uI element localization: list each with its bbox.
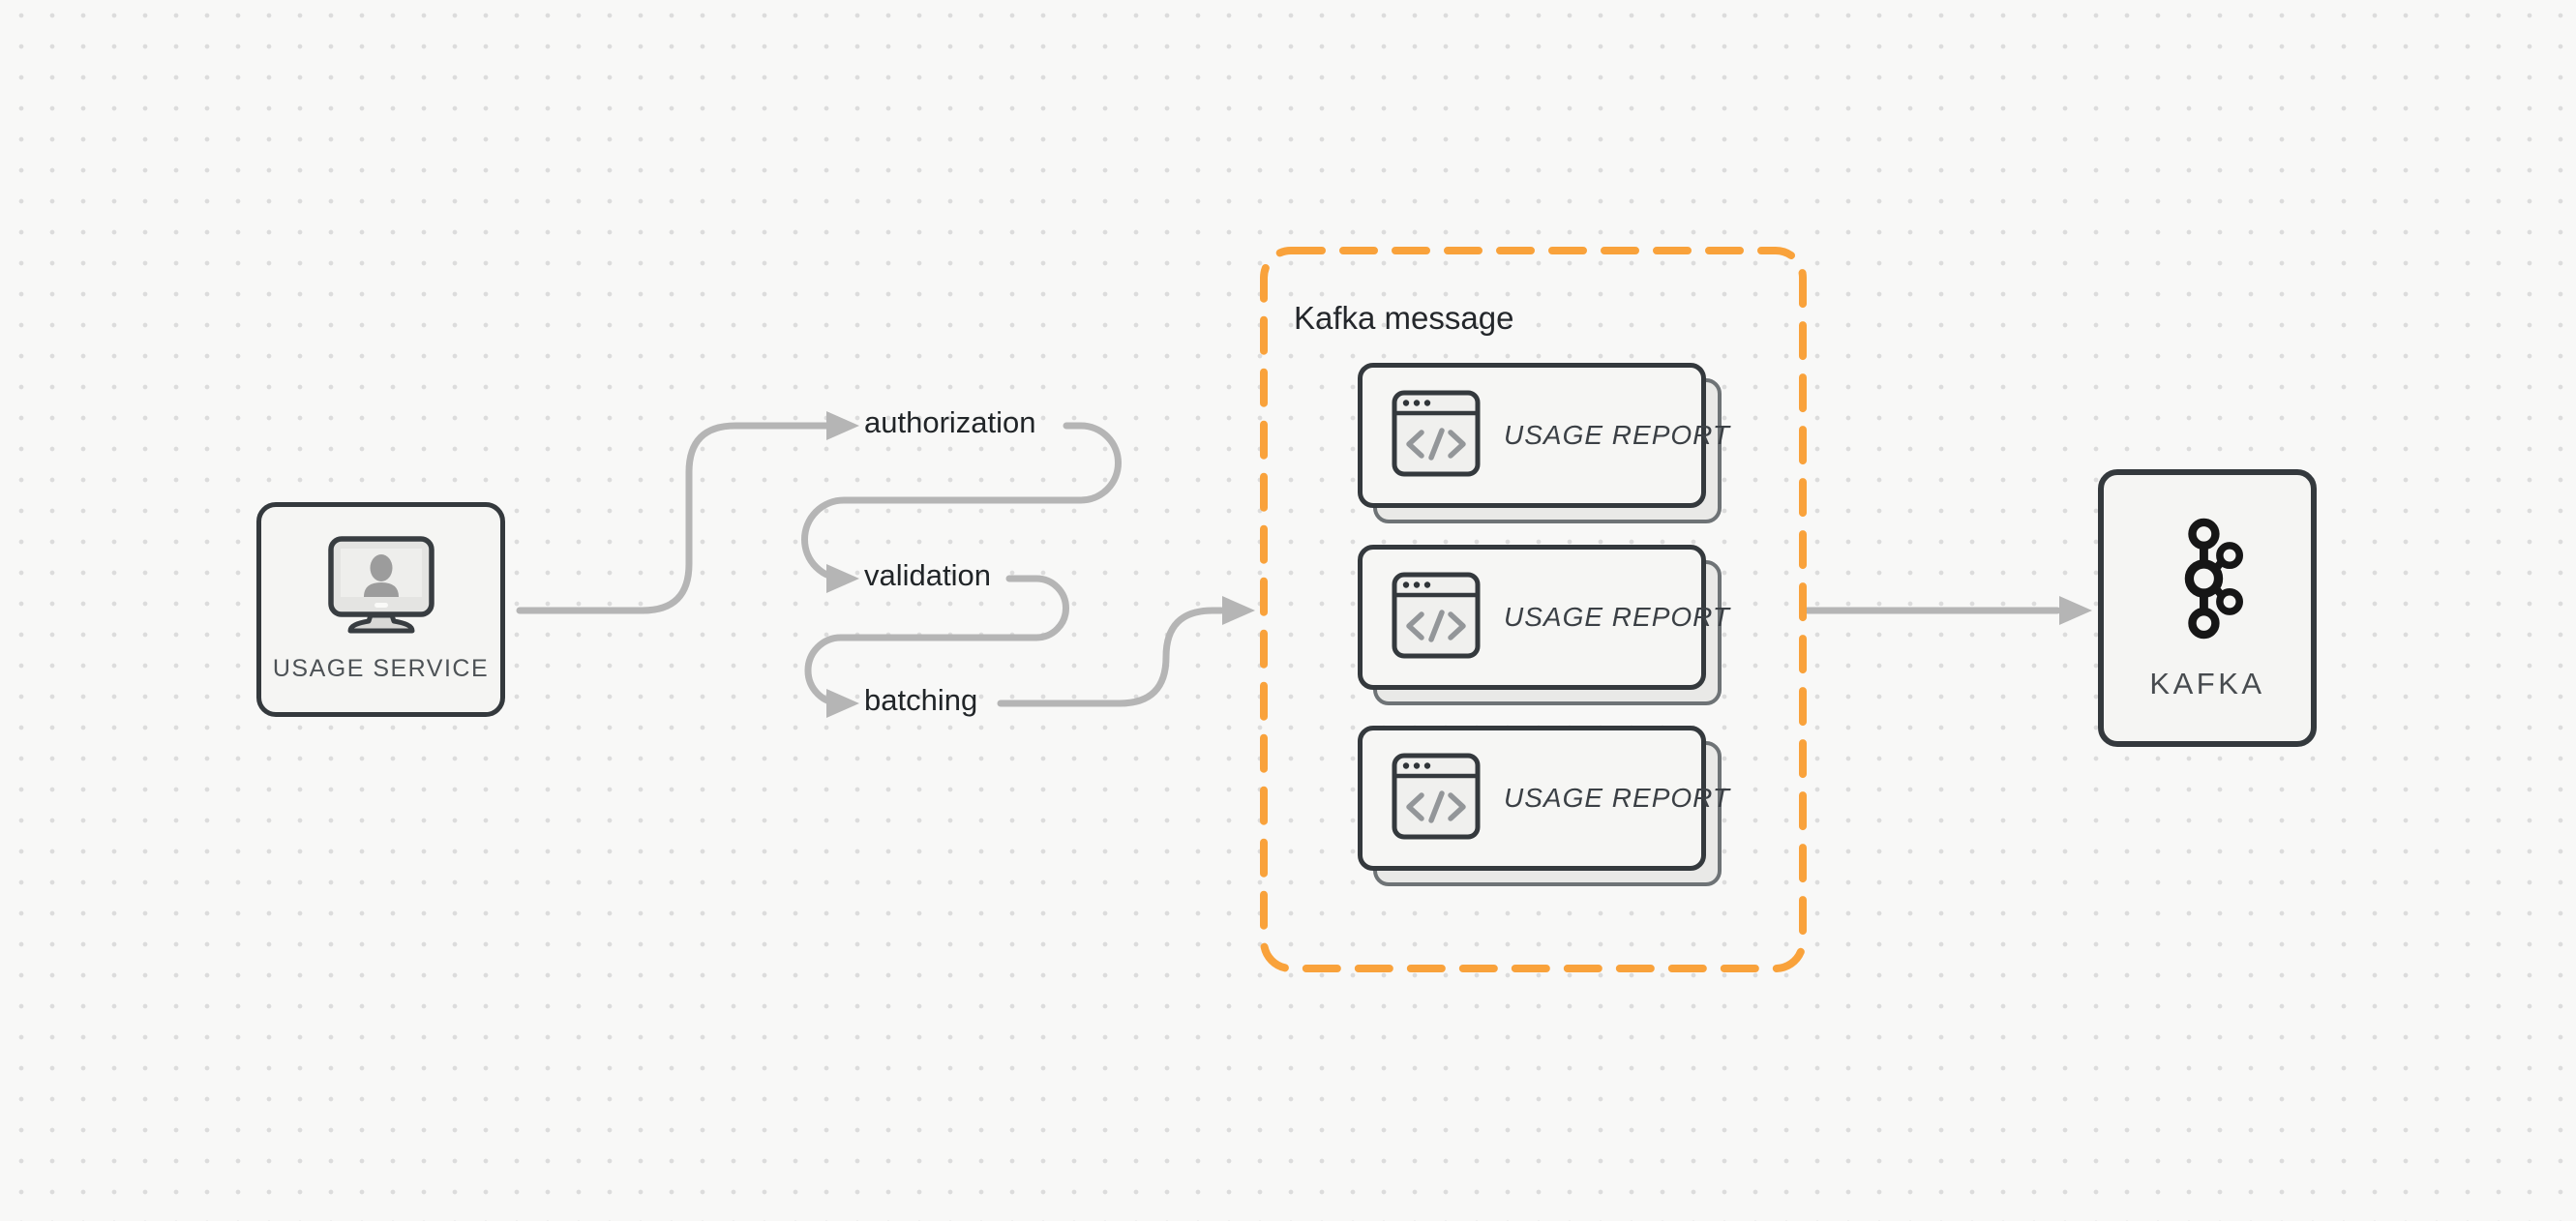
code-window-icon xyxy=(1392,753,1481,845)
step-validation: validation xyxy=(864,558,991,592)
kafka-node[interactable]: KAFKA xyxy=(2098,469,2317,747)
usage-report-card[interactable]: USAGE REPORT xyxy=(1358,363,1729,508)
kafka-message-group-border xyxy=(1260,247,1807,972)
usage-service-label: USAGE SERVICE xyxy=(272,655,490,682)
arrowhead-authorization xyxy=(826,411,859,440)
monitor-user-icon xyxy=(327,536,434,641)
code-window-icon xyxy=(1392,390,1481,482)
usage-report-card-wrap: USAGE REPORT xyxy=(1358,545,1729,705)
arrowhead-validation xyxy=(826,564,859,593)
usage-report-card-wrap: USAGE REPORT xyxy=(1358,726,1729,886)
connector-batching-to-group xyxy=(997,607,1225,707)
connector-usage-to-authorization xyxy=(516,422,832,614)
code-window-icon xyxy=(1392,572,1481,664)
usage-report-label: USAGE REPORT xyxy=(1504,420,1730,450)
usage-report-card[interactable]: USAGE REPORT xyxy=(1358,545,1729,690)
usage-service-node[interactable]: USAGE SERVICE xyxy=(256,502,505,717)
kafka-logo-icon xyxy=(2170,515,2245,647)
usage-report-label: USAGE REPORT xyxy=(1504,602,1730,632)
usage-report-card-wrap: USAGE REPORT xyxy=(1358,363,1729,523)
step-batching: batching xyxy=(864,683,978,717)
usage-report-label: USAGE REPORT xyxy=(1504,783,1730,813)
connector-authorization-to-validation xyxy=(801,422,1122,582)
usage-report-card[interactable]: USAGE REPORT xyxy=(1358,726,1729,871)
connector-validation-to-batching xyxy=(804,575,1069,707)
arrowhead-into-group xyxy=(1222,596,1255,625)
step-authorization: authorization xyxy=(864,405,1036,439)
kafka-label: KAFKA xyxy=(2149,667,2265,700)
kafka-message-group-title: Kafka message xyxy=(1294,300,1514,336)
arrowhead-into-kafka xyxy=(2059,596,2092,625)
arrowhead-batching xyxy=(826,689,859,718)
